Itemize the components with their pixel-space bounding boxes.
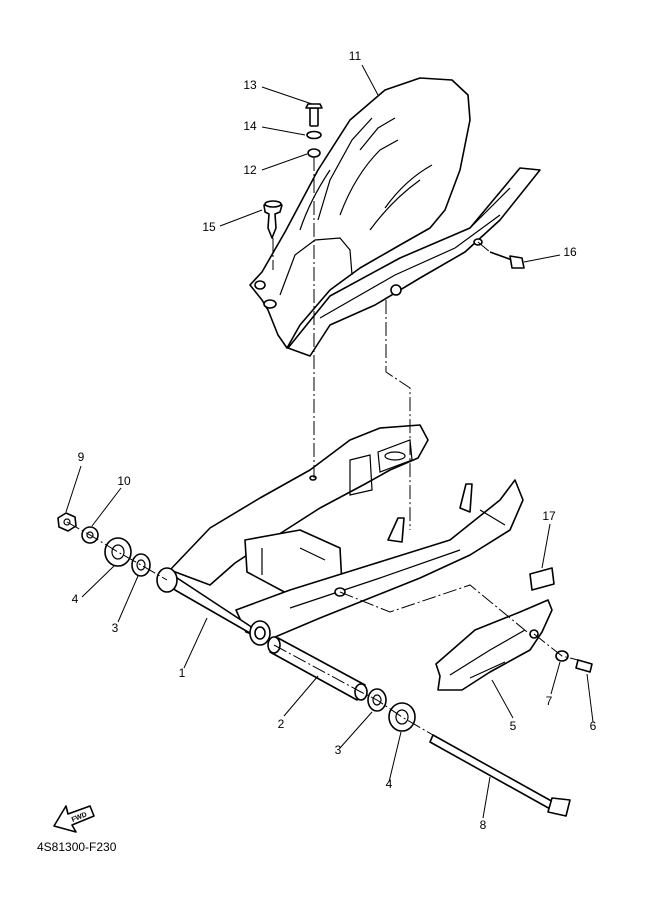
pivot-shaft-8 <box>429 734 571 817</box>
diagram-code: 4S81300-F230 <box>37 840 117 854</box>
callout-15: 15 <box>202 220 216 234</box>
fender-mount-hole <box>263 299 277 309</box>
callout-3-right: 3 <box>335 743 342 757</box>
callout-17: 17 <box>542 509 556 523</box>
bearing-3-left <box>131 553 151 577</box>
fwd-arrow-icon: FWD <box>53 805 95 833</box>
bolt-6 <box>575 659 593 673</box>
oil-seal-4-right <box>388 702 416 732</box>
alignment-lines <box>66 157 579 736</box>
callout-numbers: 11 13 14 12 15 16 9 10 4 3 17 1 2 3 4 7 … <box>72 49 597 832</box>
callout-5: 5 <box>510 719 517 733</box>
swingarm <box>156 424 524 646</box>
label-17 <box>529 567 555 591</box>
callout-6: 6 <box>590 719 597 733</box>
chain-guard-5 <box>435 599 553 691</box>
callout-11: 11 <box>349 49 362 63</box>
callout-10: 10 <box>117 474 131 488</box>
callout-8: 8 <box>480 818 487 832</box>
callout-13: 13 <box>243 78 257 92</box>
callout-12: 12 <box>243 163 257 177</box>
callout-16: 16 <box>563 245 577 259</box>
leader-lines <box>65 64 594 819</box>
callout-4-right: 4 <box>386 777 393 791</box>
callout-2: 2 <box>278 717 285 731</box>
oil-seal-4-left <box>104 537 132 567</box>
fender-chain-guard <box>287 167 541 357</box>
callout-4-left: 4 <box>72 592 79 606</box>
rear-fender <box>249 77 471 349</box>
callout-3-left: 3 <box>112 621 119 635</box>
callout-1: 1 <box>179 666 186 680</box>
fender-bolt-hole <box>390 284 402 296</box>
fender-fasteners <box>263 103 323 239</box>
callout-7: 7 <box>546 694 553 708</box>
callout-9: 9 <box>78 450 85 464</box>
callout-14: 14 <box>243 119 257 133</box>
bolt-16 <box>489 251 525 269</box>
